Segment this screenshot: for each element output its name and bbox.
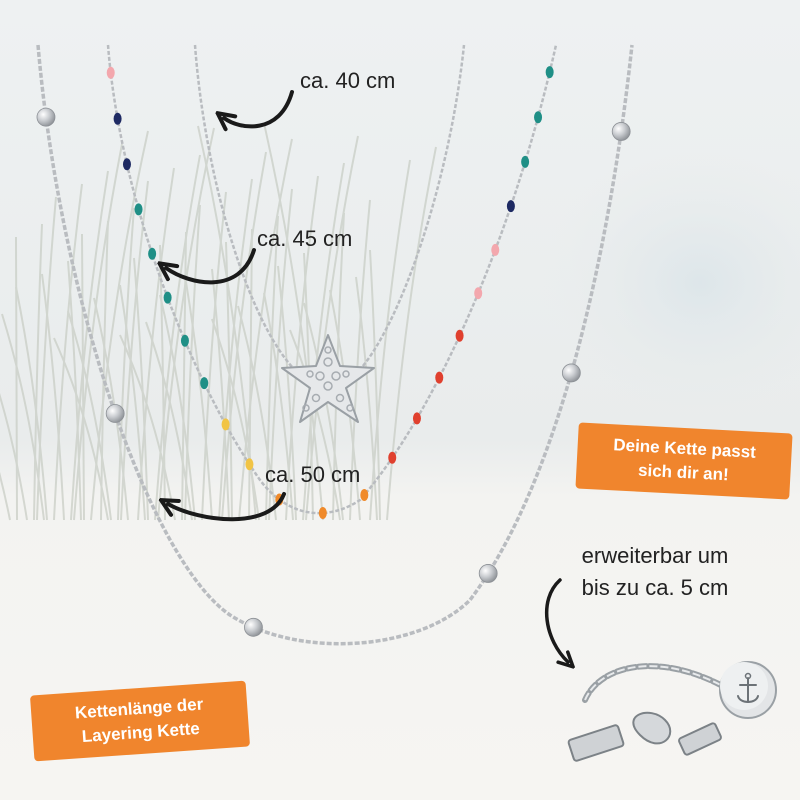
enamel-bead bbox=[148, 247, 157, 260]
enamel-bead bbox=[534, 111, 543, 124]
adapt-badge: Deine Kette passt sich dir an! bbox=[575, 422, 793, 500]
dune-grass bbox=[0, 122, 437, 521]
enamel-bead bbox=[122, 158, 131, 171]
silver-bead bbox=[561, 363, 581, 383]
enamel-bead bbox=[435, 371, 444, 384]
starfish-pendant bbox=[281, 334, 375, 423]
enamel-beads bbox=[106, 66, 554, 520]
lobster-clasp bbox=[567, 711, 722, 762]
extender-chain bbox=[567, 661, 777, 762]
enamel-bead bbox=[134, 203, 143, 216]
enamel-bead bbox=[221, 418, 230, 431]
length-label-40cm: ca. 40 cm bbox=[300, 68, 396, 93]
silver-bead bbox=[36, 107, 56, 127]
silver-bead bbox=[478, 564, 498, 583]
enamel-bead bbox=[180, 334, 189, 347]
curved-arrow-icon bbox=[168, 492, 286, 522]
enamel-bead bbox=[360, 488, 369, 501]
silver-bead bbox=[105, 404, 125, 423]
length-label-50cm: ca. 50 cm bbox=[265, 462, 361, 487]
enamel-bead bbox=[163, 291, 172, 304]
enamel-bead bbox=[506, 200, 515, 213]
enamel-bead bbox=[318, 507, 327, 520]
chain-40cm bbox=[193, 44, 466, 376]
silver-beads bbox=[36, 107, 631, 637]
extension-label: erweiterbar um bis zu ca. 5 cm bbox=[555, 540, 755, 604]
silver-bead bbox=[611, 122, 631, 141]
enamel-bead bbox=[200, 377, 209, 390]
enamel-bead bbox=[106, 66, 115, 79]
enamel-bead bbox=[113, 112, 122, 125]
enamel-bead bbox=[474, 287, 483, 300]
enamel-bead bbox=[245, 458, 254, 471]
enamel-bead bbox=[412, 412, 421, 425]
enamel-bead bbox=[521, 155, 530, 168]
curved-arrow-icon bbox=[166, 248, 256, 285]
enamel-bead bbox=[491, 243, 500, 256]
extension-label-line2: bis zu ca. 5 cm bbox=[581, 575, 729, 600]
chain-50cm bbox=[36, 44, 634, 646]
extension-label-line1: erweiterbar um bbox=[581, 543, 729, 568]
enamel-bead bbox=[545, 66, 554, 79]
length-label-45cm: ca. 45 cm bbox=[257, 226, 353, 251]
curved-arrow-icon bbox=[224, 90, 294, 126]
enamel-bead bbox=[388, 451, 397, 464]
silver-bead bbox=[244, 617, 263, 637]
curved-arrow-icon bbox=[545, 578, 568, 662]
enamel-bead bbox=[455, 329, 464, 342]
anchor-charm-icon bbox=[719, 661, 777, 719]
